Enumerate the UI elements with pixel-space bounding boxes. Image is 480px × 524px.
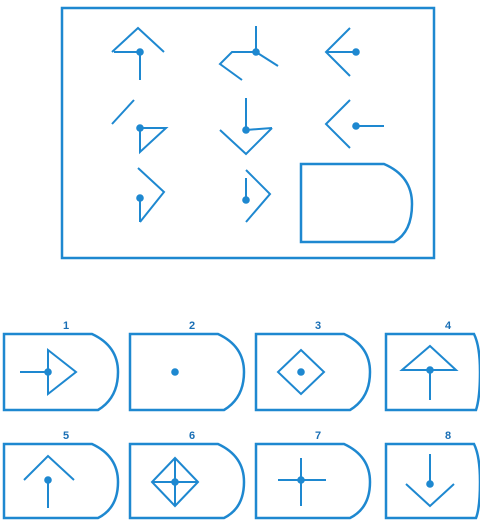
matrix-cell-1-3: [324, 27, 360, 77]
option-1[interactable]: 1: [2, 320, 120, 412]
option-number: 5: [63, 430, 69, 442]
option-3[interactable]: 3: [254, 320, 372, 412]
option-tile: [2, 442, 120, 520]
option-number: 3: [315, 320, 321, 332]
matrix-cell-3-2: [242, 169, 272, 223]
blank-answer-tile: [299, 162, 414, 244]
question-matrix: [60, 6, 436, 260]
matrix-cell-2-1: [111, 99, 169, 155]
option-number: 2: [189, 320, 195, 332]
matrix-cell-2-2: [219, 98, 273, 156]
option-4[interactable]: 4: [384, 320, 480, 412]
option-7[interactable]: 7: [254, 430, 372, 520]
option-tile: [128, 332, 246, 412]
option-tile: [254, 332, 372, 412]
option-number: 1: [63, 320, 69, 332]
option-6[interactable]: 6: [128, 430, 246, 520]
question-frame: [60, 6, 436, 260]
option-2[interactable]: 2: [128, 320, 246, 412]
option-number: 7: [315, 430, 321, 442]
matrix-cell-2-3: [324, 99, 384, 149]
option-number: 6: [189, 430, 195, 442]
option-8[interactable]: 8: [384, 430, 480, 520]
option-5[interactable]: 5: [2, 430, 120, 520]
option-tile: [2, 332, 120, 412]
matrix-cell-3-1: [136, 167, 166, 223]
option-number: 8: [445, 430, 451, 442]
option-tile: [384, 442, 480, 520]
matrix-cell-1-1: [111, 26, 165, 80]
matrix-cell-1-2: [218, 26, 279, 81]
option-number: 4: [445, 320, 452, 332]
